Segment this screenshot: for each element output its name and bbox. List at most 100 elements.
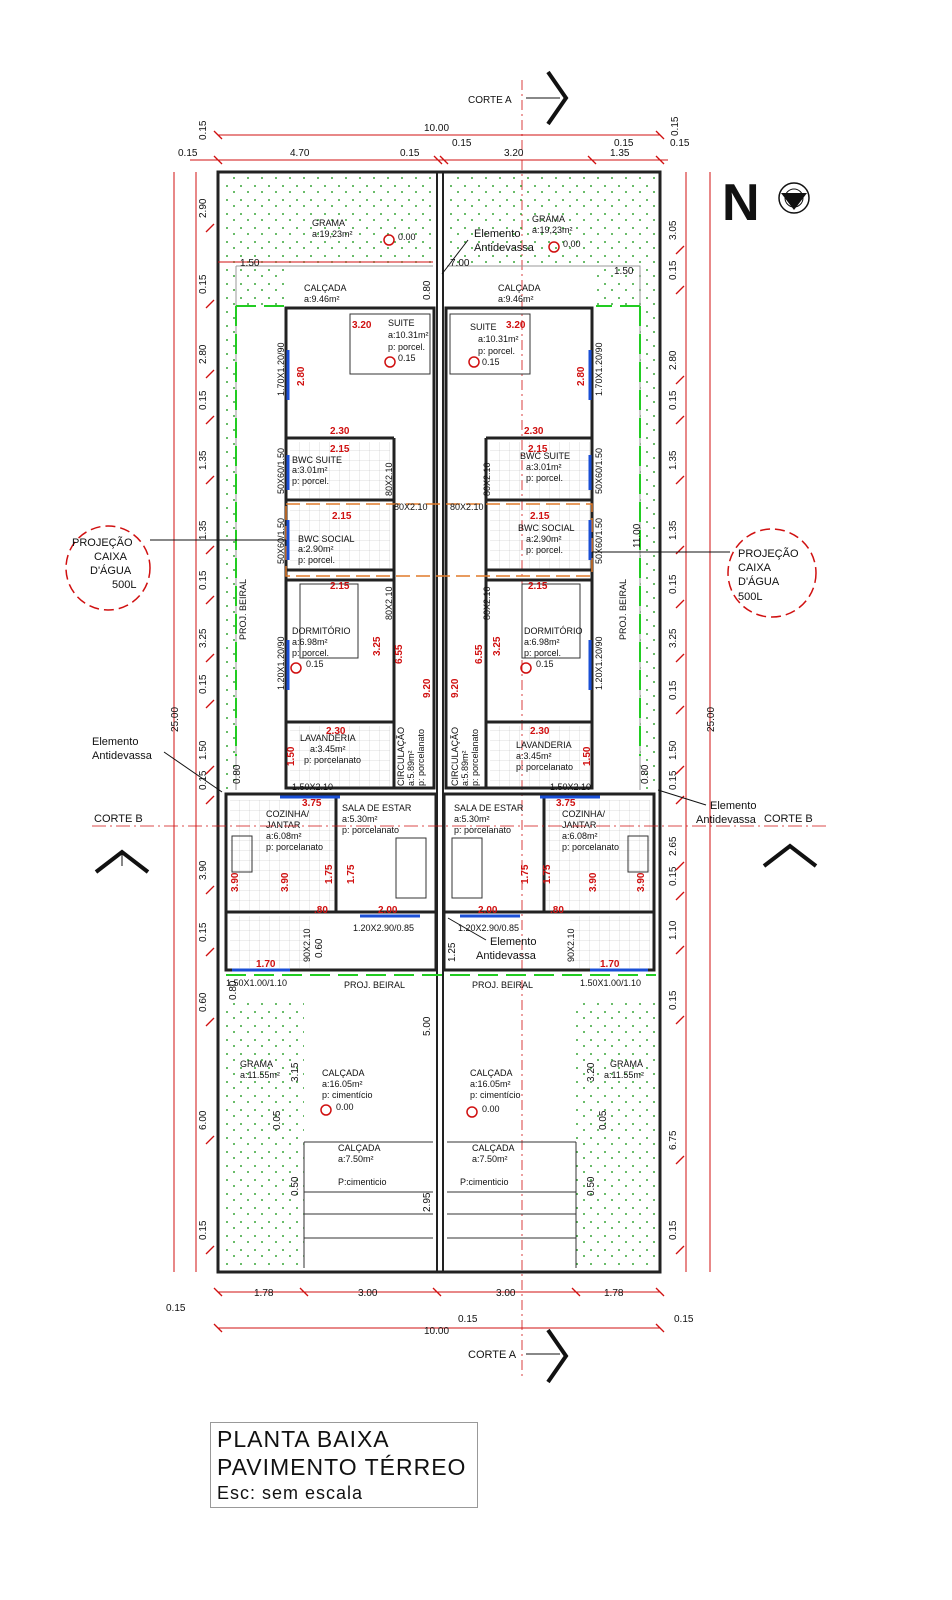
dim-left-11: 3.90: [198, 860, 209, 880]
door-label-7: 90X2.10: [302, 928, 312, 962]
bwc-suite-left-area: a:3.01m²: [292, 465, 328, 475]
dormitorio-right-level: 0.15: [536, 659, 554, 669]
circulacao-right-area: a:5.89m²: [460, 750, 470, 786]
window-label-6r: 1.20X2.90/0.85: [458, 923, 519, 933]
dim-right-9: 1.50: [668, 740, 679, 760]
window-label-3l: 50X60/1.50: [276, 518, 286, 564]
door-label-1: 80X2.10: [394, 502, 428, 512]
calcada-small-right-area: a:7.50m²: [472, 1154, 508, 1164]
dim-right-3: 0.15: [668, 390, 679, 410]
cozinha-left-area: a:6.08m²: [266, 831, 302, 841]
dim-right-14: 0.15: [668, 990, 679, 1010]
grama-bot-right: GRAMA: [610, 1059, 643, 1069]
dim-right-total: 25.00: [706, 707, 717, 732]
dim-left-tick-9: [205, 765, 215, 775]
window-label-1r: 1.70X1.20/90: [594, 342, 604, 396]
bwc-social-right-floor: p: porcel.: [526, 545, 563, 555]
lavanderia-right-area: a:3.45m²: [516, 751, 552, 761]
red-325-left: 3.25: [372, 636, 383, 656]
red-230-d: 2.30: [530, 726, 550, 737]
dim-top-right: 1.35: [610, 148, 630, 159]
north-icon: [778, 182, 810, 214]
steps: [303, 1141, 577, 1268]
dim-right-15: 6.75: [668, 1130, 679, 1150]
red-080-a: .80: [314, 905, 328, 916]
red-390-a: 3.90: [230, 872, 241, 892]
cozinha-right-2: JANTAR: [562, 820, 597, 830]
projecao-right-1: PROJEÇÃO: [738, 547, 799, 560]
projecao-right-2: CAIXA: [738, 562, 772, 574]
lavanderia-right-floor: p: porcelanato: [516, 762, 573, 772]
calcada-small-right-floor: P:cimenticio: [460, 1177, 509, 1187]
title-line-3: Esc: sem escala: [217, 1483, 364, 1503]
red-080-b: .80: [550, 905, 564, 916]
dim-left-tick-3: [205, 415, 215, 425]
dim-inner-1100: 11.00: [632, 523, 643, 548]
calcada-bot-right-floor: p: cimentício: [470, 1090, 521, 1100]
dim-right-tick-13: [675, 945, 685, 955]
dim-left-tick-7: [205, 653, 215, 663]
red-175-b: 1.75: [346, 864, 357, 884]
dim-inner-080b: 0.80: [232, 764, 243, 784]
red-375-left: 3.75: [302, 798, 322, 809]
dim-right-2: 2.80: [668, 350, 679, 370]
dim-right-tick-7: [675, 653, 685, 663]
corte-b-right-arrow: [762, 843, 818, 868]
antidevassa-right-1: Elemento: [710, 800, 756, 812]
dormitorio-right: DORMITÓRIO: [524, 626, 583, 636]
dim-right-0: 3.05: [668, 220, 679, 240]
calcada-bot-right-level: 0.00: [482, 1104, 500, 1114]
dim-left-5: 1.35: [198, 520, 209, 540]
dim-left-tick-11: [205, 885, 215, 895]
dim-left-tick-4: [205, 475, 215, 485]
corte-a-bottom-label: CORTE A: [468, 1349, 517, 1361]
antidevassa-left-1: Elemento: [92, 736, 138, 748]
red-175-d: 1.75: [542, 864, 553, 884]
dim-top-gap1: 0.15: [400, 148, 420, 159]
corte-a-top-label: CORTE A: [468, 95, 512, 106]
red-150-right: 1.50: [582, 746, 593, 766]
antidevassa-mid-1: Elemento: [490, 936, 536, 948]
dim-left-total: 25.00: [170, 707, 181, 732]
window-label-4r: 1.20X1.20/90: [594, 636, 604, 690]
level-top-left: 0.00: [398, 232, 416, 242]
sala-right-area: a:5.30m²: [454, 814, 490, 824]
dim-right-tick-6: [675, 599, 685, 609]
bwc-suite-right: BWC SUITE: [520, 451, 570, 461]
grass-bottom-right: [576, 1000, 656, 1268]
dim-left-tick-2: [205, 369, 215, 379]
sala-left-floor: p: porcelanato: [342, 825, 399, 835]
dim-inner-295: 2.95: [422, 1192, 433, 1212]
dim-left-tick-13: [205, 1017, 215, 1027]
calcada-small-left-floor: P:cimenticio: [338, 1177, 387, 1187]
grass-top-right: [447, 176, 656, 790]
suite-right-level: 0.15: [482, 357, 500, 367]
dim-inner-315: 3.15: [290, 1062, 301, 1082]
dim-inner-500: 5.00: [422, 1016, 433, 1036]
dim-inner-005b: 0.05: [598, 1110, 609, 1130]
grama-bot-left-area: a:11.55m²: [240, 1070, 280, 1080]
dim-left-14: 6.00: [198, 1110, 209, 1130]
dim-left-tick-15: [205, 1245, 215, 1255]
red-280-left: 2.80: [296, 366, 307, 386]
dim-bot-e2: 0.15: [458, 1314, 478, 1325]
dim-right-8: 0.15: [668, 680, 679, 700]
dim-bot-d: 1.78: [604, 1288, 624, 1299]
dim-top-edge-l2: 0.15: [198, 120, 209, 140]
dim-top-left: 4.70: [290, 148, 310, 159]
red-390-b: 3.90: [280, 872, 291, 892]
window-label-4l: 1.20X1.20/90: [276, 636, 286, 690]
dim-right-tick-14: [675, 1015, 685, 1025]
calcada-top-right-area: a:9.46m²: [498, 294, 534, 304]
dim-right-7: 3.25: [668, 628, 679, 648]
window-label-2r: 50X60/1.50: [594, 448, 604, 494]
dim-right-tick-1: [675, 285, 685, 295]
dim-bot-a: 1.78: [254, 1288, 274, 1299]
dim-left-6: 0.15: [198, 570, 209, 590]
dim-inner-050b: 0.50: [586, 1176, 597, 1196]
dim-left-tick-5: [205, 545, 215, 555]
grass-bottom-left: [222, 1000, 304, 1268]
dim-top-edge-l: 0.15: [178, 148, 198, 159]
beiral-projection: [226, 305, 656, 976]
